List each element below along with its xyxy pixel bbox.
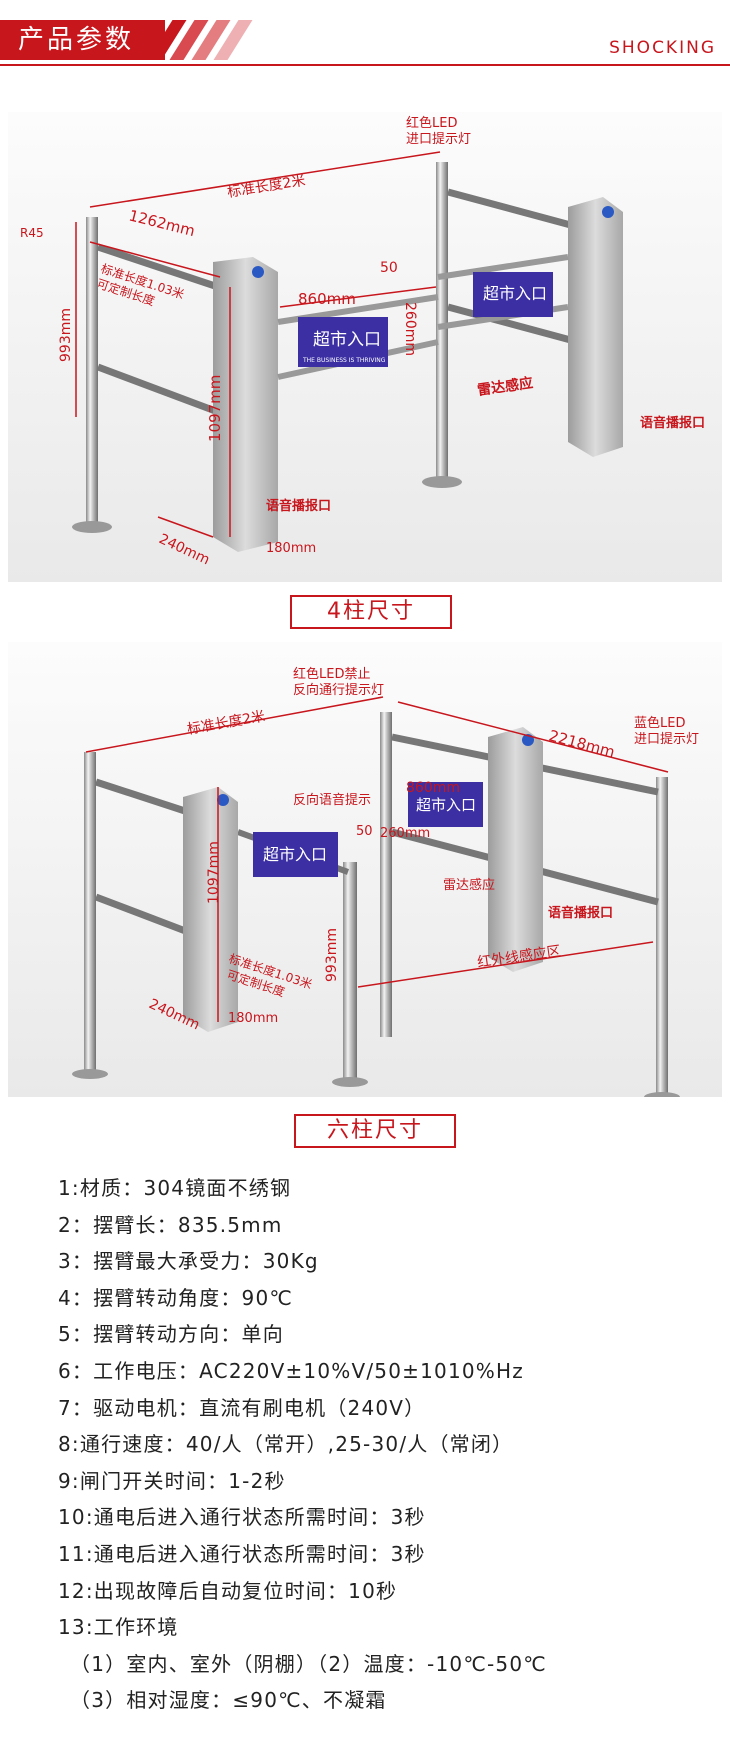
brand-name: SHOCKING [609,38,716,58]
section-header: 产品参数 SHOCKING [0,0,730,68]
standard-length-label: 标准长度2米 [186,708,267,737]
led-label: 红色LED禁止 [293,666,370,682]
dimension-label: 1097mm [206,375,224,442]
spec-item: 9:闸门开关时间：1-2秒 [58,1468,286,1493]
spec-item: 6：工作电压：AC220V±10%V/50±1010%Hz [58,1358,524,1383]
dimension-label: 180mm [228,1011,278,1026]
spec-item: 12:出现故障后自动复位时间：10秒 [58,1578,398,1603]
header-title: 产品参数 [18,25,135,55]
led-label: 红色LED [406,115,457,131]
dimension-label: 1097mm [206,841,222,904]
dimension-label: 260mm [402,302,418,356]
gate-structure [72,712,680,1097]
spec-item: 2：摆臂长：835.5mm [58,1212,283,1237]
led-label-line2: 进口提示灯 [634,731,699,747]
radar-label: 雷达感应 [443,877,495,893]
spec-item: 4：摆臂转动角度：90℃ [58,1285,294,1310]
dimension-label: 260mm [380,826,430,841]
led-label-line2: 反向通行提示灯 [293,682,384,698]
voice-label: 语音播报口 [266,498,331,514]
sign-text: 超市入口 [263,845,327,864]
dimension-label: 860mm [298,290,356,308]
header-divider [0,64,730,66]
sign-subtext: THE BUSINESS IS THRIVING [302,357,386,364]
figure-caption: 4柱尺寸 [290,595,452,629]
spec-item: 13:工作环境 [58,1615,179,1640]
env-item: （3）相对湿度：≤90℃、不凝霜 [70,1688,387,1713]
dimension-label: 860mm [406,780,460,796]
reverse-voice-label: 反向语音提示 [293,792,371,808]
sign-text: 超市入口 [416,796,476,814]
dimension-label: 50 [380,260,398,276]
voice-label: 语音播报口 [548,905,613,921]
six-post-photo: 超市入口 超市入口 红色LED禁止 反向通行提示灯 标准长度2米 2218mm … [8,642,722,1097]
spec-item: 7：驱动电机：直流有刷电机（240V） [58,1395,426,1420]
spec-item: 5：摆臂转动方向：单向 [58,1322,284,1347]
spec-item: 11:通电后进入通行状态所需时间：3秒 [58,1541,426,1566]
dimension-label: 240mm [156,531,212,568]
standard-length-label: 标准长度2米 [226,173,306,201]
spec-item: 1:材质：304镜面不绣钢 [58,1176,292,1200]
dimension-label: 993mm [324,928,340,982]
spec-item: 10:通电后进入通行状态所需时间：3秒 [58,1505,426,1530]
sign-text: 超市入口 [313,330,381,350]
spec-item: 3：摆臂最大承受力：30Kg [58,1249,319,1274]
dimension-label: 50 [356,824,373,839]
spec-item: 8:通行速度：40/人（常开）,25-30/人（常闭） [58,1432,514,1457]
radar-label: 雷达感应 [476,374,534,399]
dimension-label: 2218mm [547,726,617,761]
voice-label: 语音播报口 [640,415,705,431]
four-post-photo: 超市入口 THE BUSINESS IS THRIVING 超市入口 红色LED… [8,112,722,582]
led-label-line2: 进口提示灯 [406,131,471,147]
dimension-label: 180mm [266,541,316,556]
figure-caption: 六柱尺寸 [294,1114,456,1148]
header-bar [0,20,165,60]
env-item: （1）室内、室外（阴棚）（2）温度：-10℃-50℃ [70,1651,547,1676]
dimension-label: 993mm [58,308,74,362]
dimension-label: 1262mm [127,206,197,240]
radius-label: R45 [20,226,44,240]
led-label: 蓝色LED [634,715,685,731]
sign-text: 超市入口 [483,284,547,303]
spec-list: 1:材质：304镜面不绣钢 2：摆臂长：835.5mm 3：摆臂最大承受力：30… [58,1170,718,1719]
